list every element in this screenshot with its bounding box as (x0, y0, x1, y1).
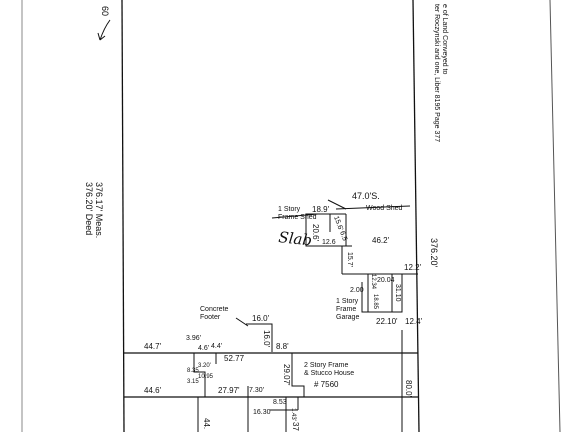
dim-3-96: 3.96' (186, 335, 201, 342)
arrow-icon (97, 19, 111, 41)
label-line: Footer (200, 314, 221, 321)
dim-20-6: 20.6' (311, 224, 320, 242)
dim-31-10: 31.10 (394, 284, 401, 302)
dim-12-2: 12.2' (404, 263, 422, 272)
dim-4-4: 4.4' (211, 343, 222, 350)
dim-12-34: 12.34 (370, 274, 376, 290)
label-line: & Stucco House (304, 370, 354, 377)
house-right-outline (291, 353, 305, 397)
label-line: Frame (336, 306, 356, 313)
conveyance-text-line-1: e of Land Conveyed to (441, 4, 448, 75)
dim-4-6: 4.6' (198, 345, 209, 352)
dim-16-0-vertical: 16.0' (262, 330, 271, 348)
left-lot-line (121, 0, 125, 432)
dim-1-43: 1.43' (290, 408, 296, 421)
dim-16-30: 16.30 (253, 409, 271, 416)
house-number: # 7560 (314, 380, 339, 389)
garage-outline (342, 273, 403, 313)
deed-length-label: 376.20' Deed (84, 182, 94, 235)
shed-outline (305, 214, 352, 247)
dim-22-10: 22.10' (376, 317, 398, 326)
shed-offset-label: 47.0'S. (352, 191, 380, 201)
dim-15-6: 15.6' (332, 215, 344, 231)
dim-27-97: 27.97' (218, 386, 240, 395)
dim-16-0: 16.0' (252, 314, 270, 323)
concrete-footer-label: Concrete Footer (200, 306, 230, 321)
dim-2-00: 2.00 (350, 287, 364, 294)
right-frontage-label: 376.20' (429, 238, 439, 268)
measured-length-label: 376.17' Meas. (94, 182, 104, 238)
dim-3-20: 3.20' (198, 363, 211, 369)
slab-label: Slab (278, 228, 313, 249)
label-line: Frame Shed (278, 214, 317, 221)
house-label: 2 Story Frame & Stucco House (304, 362, 354, 377)
house-left-outline (193, 353, 206, 397)
footer-leader (235, 317, 249, 327)
dim-7-30: 7.30' (249, 387, 264, 394)
frame-shed-label: 1 Story Frame Shed (278, 206, 317, 221)
dim-8-53: 8.53 (273, 399, 287, 406)
dim-12-6: 12.6 (322, 239, 336, 246)
dim-46-2: 46.2' (372, 236, 390, 245)
dim-29-07: 29.07' (282, 364, 291, 386)
dim-6-5: 6.5 (338, 230, 348, 242)
dim-12-4: 12.4' (405, 317, 423, 326)
dim-37-partial: 37 (291, 422, 300, 431)
dim-15-7: 15.7' (346, 252, 353, 267)
label-line: Garage (336, 314, 359, 321)
right-lot-line (412, 0, 420, 432)
dim-44-7: 44.7' (144, 342, 162, 351)
dim-3-15: 3.15 (187, 379, 199, 385)
wood-shed-label: Wood Shed (366, 205, 403, 212)
dim-18-85: 18.85 (372, 294, 378, 310)
conveyance-text-line-2: ter Roczynski and one, Liber 8195 Page 3… (433, 4, 440, 142)
dim-20-04: 20.04 (377, 277, 395, 284)
dim-44-6: 44.6' (144, 386, 162, 395)
wood-shed-strike (335, 205, 411, 210)
footer-outline (246, 323, 273, 352)
far-right-edge-line (549, 0, 561, 432)
frame-shed-strike (271, 213, 319, 219)
dim-44-partial: 44. (202, 418, 211, 429)
dim-18-9: 18.9' (312, 205, 330, 214)
dim-8-35: 8.35 (187, 368, 199, 374)
dim-80-0: 80.0' (404, 380, 413, 398)
dim-8-8: 8.8' (276, 342, 289, 351)
dim-52-77: 52.77 (224, 354, 245, 363)
dim-10-95: 10.95 (198, 374, 214, 380)
left-parcel-clipped-label: 60 (100, 6, 110, 16)
shed-arrow-line (327, 199, 347, 210)
